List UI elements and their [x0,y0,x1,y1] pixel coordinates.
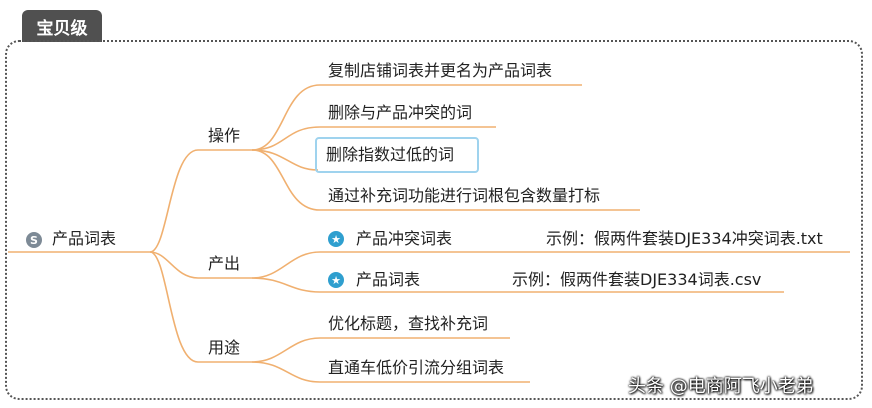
level-tag: 宝贝级 [22,10,102,42]
link-root-yongtu [149,251,199,363]
node-conflict-wordlist[interactable]: 产品冲突词表 [356,229,453,248]
branch-caozuo-label[interactable]: 操作 [208,126,241,145]
node-copy-store-wordlist[interactable]: 复制店铺词表并更名为产品词表 [328,61,553,80]
watermark: 头条 @电商阿飞小老弟 [628,376,814,397]
link-chanchu-1 [251,251,321,279]
link-yongtu-1 [251,337,321,363]
note-conflict-wordlist: 示例：假两件套装DJE334冲突词表.txt [546,229,823,248]
node-product-wordlist[interactable]: 产品词表 [356,270,421,289]
node-tag-root-count[interactable]: 通过补充词功能进行词根包含数量打标 [328,186,601,205]
note-product-wordlist: 示例：假两件套装DJE334词表.csv [512,270,762,289]
link-caozuo-3 [251,149,319,171]
root-node-label[interactable]: 产品词表 [52,229,117,248]
star-icon: ★ [328,231,344,247]
branch-chanchu-label[interactable]: 产出 [208,254,241,273]
node-delete-conflict-words[interactable]: 删除与产品冲突的词 [328,103,473,122]
link-caozuo-1 [251,84,321,151]
link-yongtu-2 [251,361,321,383]
link-root-caozuo [149,149,199,253]
link-caozuo-2 [251,126,321,151]
s-circle-icon: S [26,232,42,248]
node-optimize-title[interactable]: 优化标题，查找补充词 [328,314,489,333]
link-root-chanchu [149,251,199,279]
node-ztc-grouping[interactable]: 直通车低价引流分组词表 [328,358,505,377]
node-delete-low-index-words[interactable]: 删除指数过低的词 [326,145,455,164]
branch-yongtu-label[interactable]: 用途 [208,338,241,357]
link-chanchu-2 [251,277,321,293]
link-caozuo-4 [251,149,321,211]
star-icon: ★ [328,272,344,288]
selection-highlight [315,137,479,173]
boundary-frame [5,40,863,400]
